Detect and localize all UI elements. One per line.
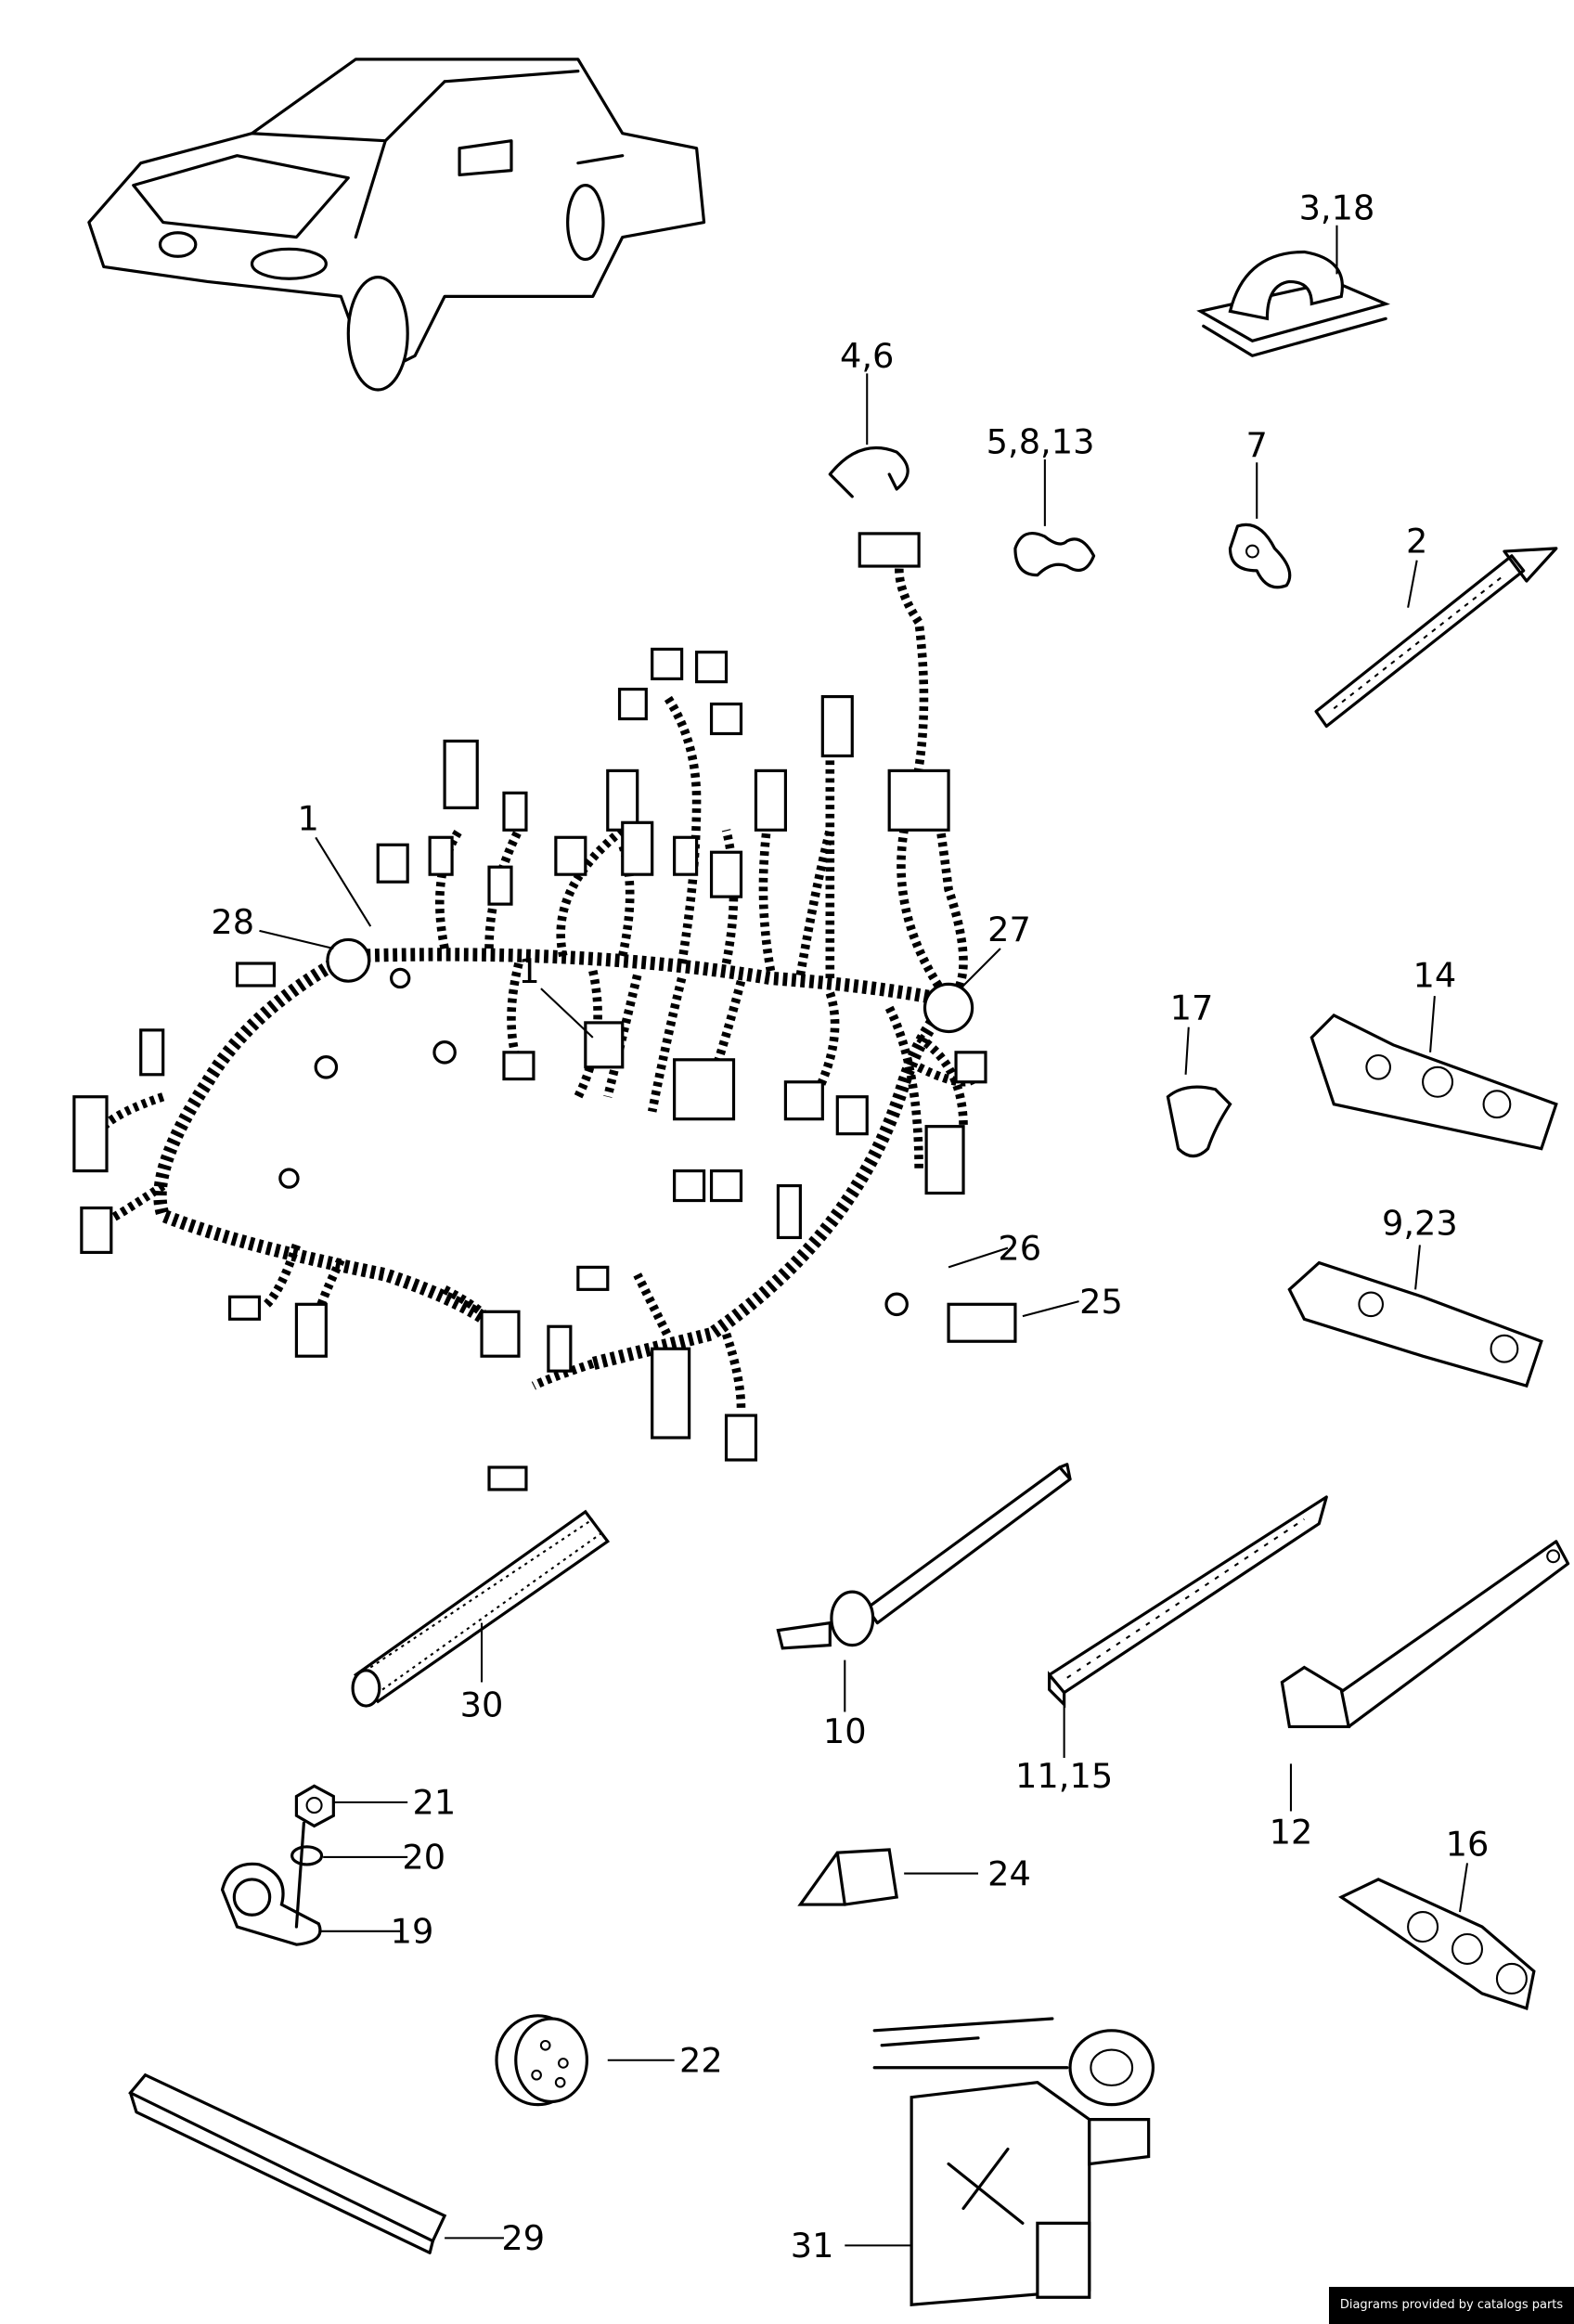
callout-28: 28 <box>211 902 254 942</box>
grommet-22 <box>495 2014 589 2107</box>
nut-21 <box>294 1784 335 1828</box>
callout-3-18: 3,18 <box>1299 187 1375 227</box>
callout-26: 26 <box>998 1228 1041 1268</box>
callout-25: 25 <box>1079 1282 1123 1322</box>
clip-17 <box>1166 1085 1232 1158</box>
corrugated-tube-30 <box>351 1509 611 1708</box>
callout-21: 21 <box>413 1783 457 1823</box>
callout-30: 30 <box>460 1685 504 1724</box>
callout-17: 17 <box>1170 988 1214 1028</box>
wiring-harness <box>72 532 1017 1491</box>
cable-tie-11-15 <box>1048 1495 1328 1709</box>
clip-strip-14 <box>1310 1013 1558 1151</box>
bracket-24 <box>797 1848 899 1906</box>
washer-20 <box>290 1845 324 1866</box>
cable-tie-2 <box>1314 547 1558 729</box>
callout-1-inner: 1 <box>518 951 539 991</box>
callout-20: 20 <box>402 1838 445 1878</box>
clip-5-8-13 <box>1013 532 1096 577</box>
callout-29: 29 <box>501 2218 545 2258</box>
clip-3-18 <box>1196 250 1390 357</box>
callout-9-23: 9,23 <box>1382 1203 1458 1243</box>
callout-24: 24 <box>987 1853 1031 1893</box>
callout-14: 14 <box>1413 956 1456 996</box>
callout-27: 27 <box>987 910 1031 949</box>
clip-4-6 <box>828 445 910 498</box>
vehicle-illustration <box>87 58 706 392</box>
callout-10: 10 <box>823 1711 867 1751</box>
clip-16 <box>1338 1878 1536 2010</box>
callout-16: 16 <box>1446 1824 1490 1864</box>
callout-31: 31 <box>791 2226 834 2266</box>
callout-5-8-13: 5,8,13 <box>987 422 1095 462</box>
trim-strip-29 <box>128 2072 447 2254</box>
clip-strip-9-23 <box>1287 1260 1543 1388</box>
callout-22: 22 <box>679 2041 723 2081</box>
cable-tie-12 <box>1280 1540 1570 1729</box>
callout-4-6: 4,6 <box>840 336 894 376</box>
callout-1: 1 <box>298 798 319 838</box>
callout-19: 19 <box>391 1912 434 1952</box>
leader-lines <box>259 225 1469 2247</box>
callout-11-15: 11,15 <box>1015 1756 1113 1796</box>
relay-bracket-31 <box>872 2017 1155 2306</box>
callout-2: 2 <box>1406 522 1427 562</box>
clamp-19 <box>220 1821 322 1946</box>
clip-7 <box>1228 523 1292 589</box>
credit-banner: Diagrams provided by catalogs parts <box>1329 2287 1574 2324</box>
callout-7: 7 <box>1246 425 1268 465</box>
callout-12: 12 <box>1270 1813 1313 1853</box>
cable-tie-10 <box>776 1463 1072 1650</box>
